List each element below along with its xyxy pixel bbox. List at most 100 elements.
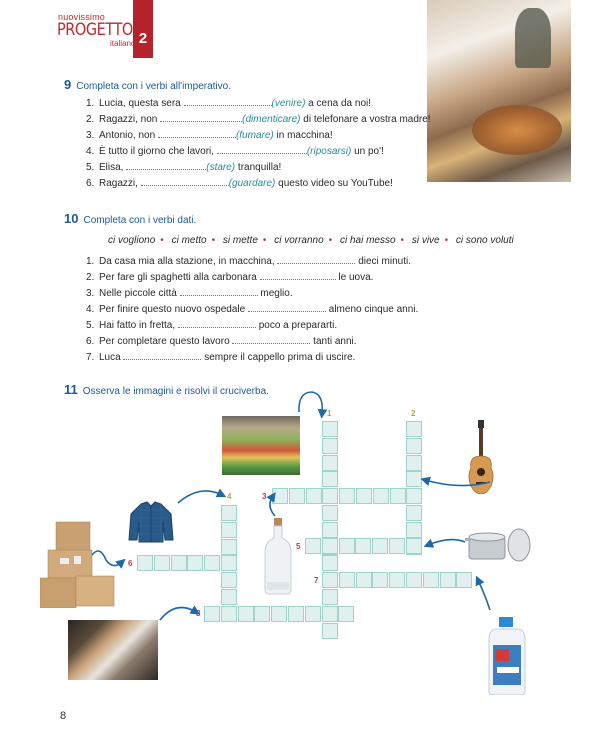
crossword-cell[interactable] bbox=[456, 572, 473, 588]
market-photo bbox=[222, 416, 300, 475]
list-item: 5.Hai fatto in fretta, poco a prepararti… bbox=[86, 318, 418, 334]
answer-blank[interactable] bbox=[157, 128, 236, 138]
crossword-cell[interactable] bbox=[187, 555, 204, 571]
list-item: 6.Per completare questo lavoro tanti ann… bbox=[86, 334, 418, 350]
answer-blank[interactable] bbox=[123, 350, 202, 360]
crossword-cell[interactable] bbox=[339, 488, 356, 504]
exercise-instruction: Completa con i verbi all'imperativo. bbox=[76, 81, 231, 92]
crossword-cell[interactable] bbox=[389, 572, 406, 588]
clue-number-7: 7 bbox=[314, 576, 319, 585]
crossword-cell[interactable] bbox=[321, 538, 338, 554]
crossword-cell[interactable] bbox=[221, 505, 237, 521]
crossword-cell[interactable] bbox=[288, 606, 304, 622]
crossword-cell[interactable] bbox=[322, 437, 338, 454]
crossword-cell[interactable] bbox=[288, 488, 305, 504]
crossword-cell[interactable] bbox=[406, 572, 422, 588]
crossword-cell[interactable] bbox=[221, 605, 237, 622]
crossword-cell[interactable] bbox=[322, 454, 338, 471]
logo-subtitle: italiano bbox=[110, 39, 136, 48]
crossword-cell[interactable] bbox=[355, 538, 372, 554]
answer-blank[interactable] bbox=[259, 270, 336, 280]
crossword-cell[interactable] bbox=[406, 488, 422, 505]
answer-blank[interactable] bbox=[216, 144, 307, 154]
answer-blank[interactable] bbox=[183, 96, 272, 106]
crossword-cell[interactable] bbox=[389, 538, 405, 554]
crossword-cell[interactable] bbox=[439, 572, 456, 588]
crossword-cell[interactable] bbox=[338, 572, 355, 588]
answer-blank[interactable] bbox=[232, 334, 311, 344]
crossword-cell[interactable] bbox=[204, 555, 221, 571]
crossword-cell[interactable] bbox=[338, 538, 355, 554]
crossword-cell[interactable] bbox=[406, 437, 422, 454]
crossword-cell[interactable] bbox=[322, 421, 338, 437]
crossword-cell[interactable] bbox=[221, 589, 237, 605]
bullet-separator: • bbox=[211, 235, 216, 246]
item-number: 4. bbox=[86, 304, 95, 315]
crossword-cell[interactable] bbox=[304, 606, 321, 622]
crossword-cell[interactable] bbox=[405, 538, 422, 554]
answer-blank[interactable] bbox=[179, 286, 258, 296]
answer-blank[interactable] bbox=[248, 302, 326, 312]
crossword-cell[interactable] bbox=[272, 488, 288, 504]
item-number: 2. bbox=[86, 272, 95, 283]
verb-hint: (fumare) bbox=[235, 130, 274, 141]
crossword-cell[interactable] bbox=[422, 572, 439, 588]
item-text: tranquilla! bbox=[235, 162, 282, 173]
list-item: 7.Luca sempre il cappello prima di uscir… bbox=[86, 350, 418, 366]
exercise-10-list: 1.Da casa mia alla stazione, in macchina… bbox=[86, 254, 418, 366]
item-number: 6. bbox=[86, 178, 95, 189]
crossword-cell[interactable] bbox=[338, 606, 355, 622]
crossword-cell[interactable] bbox=[221, 555, 237, 572]
crossword-cell[interactable] bbox=[305, 538, 321, 554]
crossword-cell[interactable] bbox=[372, 572, 389, 588]
list-item: 3.Antonio, non (fumare) in macchina! bbox=[86, 128, 431, 144]
crossword-cell[interactable] bbox=[322, 488, 338, 505]
answer-blank[interactable] bbox=[126, 160, 207, 170]
crossword-cell[interactable] bbox=[406, 471, 422, 488]
crossword-cell[interactable] bbox=[406, 521, 422, 538]
crossword-cell[interactable] bbox=[355, 572, 372, 588]
crossword-cell[interactable] bbox=[372, 488, 389, 504]
crossword-cell[interactable] bbox=[322, 521, 338, 538]
crossword-cell[interactable] bbox=[356, 488, 372, 504]
crossword-cell[interactable] bbox=[204, 606, 220, 622]
crossword-cell[interactable] bbox=[322, 622, 338, 639]
item-text: Lucia, questa sera bbox=[99, 98, 184, 109]
crossword-cell[interactable] bbox=[322, 505, 338, 521]
crossword-cell[interactable] bbox=[271, 606, 288, 622]
crossword-cell[interactable] bbox=[322, 572, 338, 589]
crossword-cell[interactable] bbox=[406, 505, 422, 521]
list-item: 2.Ragazzi, non (dimenticare) di telefona… bbox=[86, 112, 431, 128]
verb-hint: (riposarsi) bbox=[306, 146, 352, 157]
crossword-cell[interactable] bbox=[254, 606, 271, 622]
answer-blank[interactable] bbox=[177, 318, 256, 328]
crossword-cell[interactable] bbox=[406, 421, 422, 437]
crossword-cell[interactable] bbox=[221, 521, 237, 538]
item-text: È tutto il giorno che lavori, bbox=[99, 146, 217, 157]
crossword-cell[interactable] bbox=[137, 555, 153, 571]
crossword-cell[interactable] bbox=[221, 538, 237, 555]
verb-option: ci vorranno bbox=[274, 235, 324, 246]
volume-badge: 2 bbox=[133, 0, 153, 58]
crossword-cell[interactable] bbox=[406, 454, 422, 471]
crossword-cell[interactable] bbox=[237, 606, 254, 622]
answer-blank[interactable] bbox=[140, 176, 229, 186]
cooking-pot-image bbox=[465, 528, 531, 562]
crossword-cell[interactable] bbox=[322, 589, 338, 605]
crossword-cell[interactable] bbox=[389, 488, 406, 504]
answer-blank[interactable] bbox=[277, 254, 356, 264]
crossword-cell[interactable] bbox=[322, 605, 338, 622]
item-text: un po'! bbox=[351, 146, 384, 157]
crossword-cell[interactable] bbox=[305, 488, 322, 504]
crossword-cell[interactable] bbox=[322, 555, 338, 572]
crossword-cell[interactable] bbox=[170, 555, 187, 571]
crossword-cell[interactable] bbox=[153, 555, 170, 571]
answer-blank[interactable] bbox=[160, 112, 243, 122]
list-item: 1.Lucia, questa sera (venire) a cena da … bbox=[86, 96, 431, 112]
bullet-separator: • bbox=[262, 235, 267, 246]
clue-number-6: 6 bbox=[128, 559, 133, 568]
crossword-cell[interactable] bbox=[372, 538, 389, 554]
crossword-cell[interactable] bbox=[322, 471, 338, 488]
item-text: di telefonare a vostra madre! bbox=[300, 114, 431, 125]
crossword-cell[interactable] bbox=[221, 572, 237, 589]
